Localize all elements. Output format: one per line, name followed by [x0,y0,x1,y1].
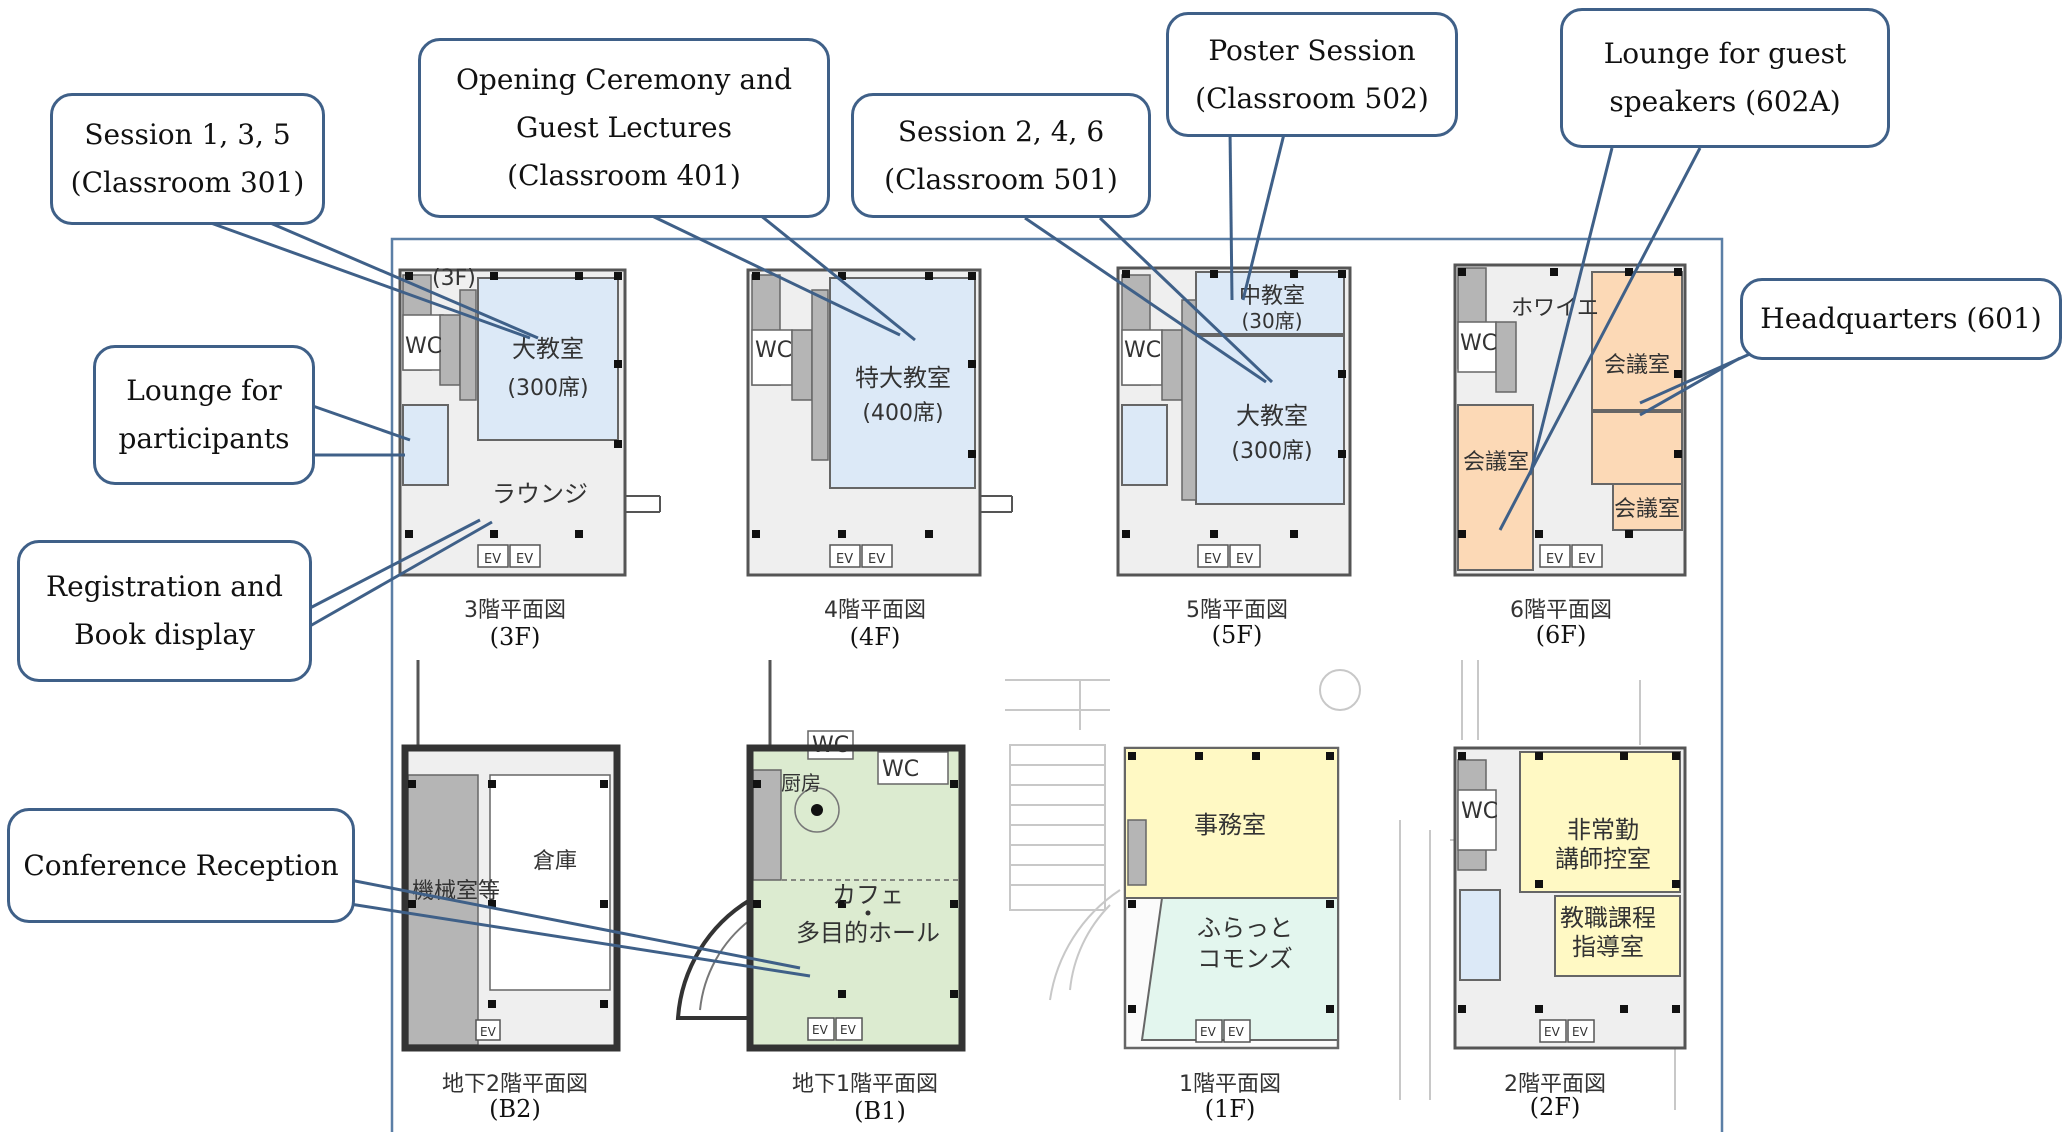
floor-1f-ev2: EV [1228,1025,1245,1039]
floor-6f-plan: WC ホワイエ 会議室 会議室 会議室 EV EV [1453,263,1687,577]
kitchen-label: 厨房 [781,771,821,795]
floor-b1-caption: 地下1階平面図 [792,1072,938,1097]
teaching-room-line1: 教職課程 [1560,904,1656,932]
floor-3f-wc-label: WC [405,334,442,359]
callout-poster-session-line2: (Classroom 502) [1195,81,1429,115]
callout-opening-ceremony-line1: Opening Ceremony and [455,63,793,96]
callout-lounge-guest-line2: speakers (602A) [1609,85,1841,118]
room-301-label: 大教室 [512,335,584,363]
callout-opening-ceremony-line2: Guest Lectures [516,111,732,144]
commons-label-line1: ふらっと [1197,914,1293,942]
room-502-label: 中教室 [1239,284,1305,309]
callout-opening-ceremony-line3: (Classroom 401) [507,159,741,192]
floor-b1-plan: WC WC 厨房 カフェ 多目的ホール EV EV [675,660,966,1052]
floor-4f-ev2: EV [868,552,885,567]
floor-b2-en-label: (B2) [489,1095,541,1123]
callout-lounge-guest-line1: Lounge for guest [1603,37,1847,70]
callout-leader-lines [207,129,1771,978]
floor-5f-ev2: EV [1236,552,1253,567]
callout-registration: Registration and Book display [17,540,312,682]
foyer-6f-label: ホワイエ [1511,296,1599,321]
floor-b1-wc2-label: WC [882,757,919,782]
floor-2f-ev2: EV [1572,1025,1589,1039]
floor-b1-ev2: EV [840,1023,857,1037]
floor-2f-en-label: (2F) [1529,1093,1581,1121]
callout-headquarters: Headquarters (601) [1740,278,2062,360]
commons-label-line2: コモンズ [1197,945,1293,973]
room-602a-label: 会議室 [1463,450,1529,475]
callout-opening-ceremony: Opening Ceremony and Guest Lectures (Cla… [418,38,830,218]
floor-2f-wc-label: WC [1461,799,1498,824]
floor-6f-wc-label: WC [1460,331,1497,356]
multipurpose-hall-label: 多目的ホール [796,919,940,947]
callout-poster-session: Poster Session (Classroom 502) [1166,12,1458,137]
floor-5f-wc-label: WC [1124,338,1161,363]
floor-4f-plan: WC 特大教室 (400席) EV EV [746,268,1013,577]
floor-2f-plan: WC 非常勤 講師控室 教職課程 指導室 EV EV [1453,660,1687,1110]
floor-6f-ev1: EV [1546,552,1563,567]
callout-session-1-3-5: Session 1, 3, 5 (Classroom 301) [50,93,325,225]
floor-b2-caption: 地下2階平面図 [442,1072,588,1097]
floor-1f-caption: 1階平面図 [1179,1072,1281,1097]
storage-label: 倉庫 [533,849,577,874]
floor-b1-en-label: (B1) [854,1097,906,1125]
floor-4f-caption: 4階平面図 [824,598,926,623]
callout-poster-session-line1: Poster Session [1208,33,1416,67]
callout-registration-line2: Book display [74,618,255,651]
room-602b-label: 会議室 [1614,497,1680,522]
floor-3f-ev1: EV [484,552,501,567]
floor-1f-plan: 事務室 ふらっと コモンズ EV EV [1005,669,1585,1100]
floor-3f-en-label: (3F) [489,623,541,651]
room-501-capacity: (300席) [1231,439,1312,464]
callout-session-1-3-5-line1: Session 1, 3, 5 [84,118,291,151]
room-502-capacity: (30席) [1241,309,1302,333]
callout-lounge-participants-line2: participants [118,422,290,455]
floor-1f-ev1: EV [1200,1025,1217,1039]
room-601-label: 会議室 [1604,353,1670,378]
floor-b1-ev1: EV [812,1023,829,1037]
lecturer-room-line1: 非常勤 [1567,816,1639,844]
callout-headquarters-line1: Headquarters (601) [1760,302,2042,335]
floor-b1-wc1-label: WC [812,733,849,758]
floor-4f-wc-label: WC [755,338,792,363]
floor-2f-ev1: EV [1544,1025,1561,1039]
floor-b2-plan: 機械室等 倉庫 EV [401,660,621,1052]
room-401-capacity: (400席) [862,401,943,426]
floor-6f-en-label: (6F) [1535,621,1587,649]
floor-3f-corner-label: (3F) [432,266,476,291]
floor-5f-ev1: EV [1204,552,1221,567]
floor-4f-ev1: EV [836,552,853,567]
floor-b2-ev1: EV [480,1025,497,1039]
callout-session-2-4-6: Session 2, 4, 6 (Classroom 501) [851,93,1151,218]
floor-6f-caption: 6階平面図 [1510,598,1612,623]
teaching-room-line2: 指導室 [1572,933,1644,961]
floor-4f-en-label: (4F) [849,623,901,651]
callout-registration-line1: Registration and [46,570,283,603]
callout-session-2-4-6-line1: Session 2, 4, 6 [897,114,1105,148]
floor-5f-en-label: (5F) [1211,621,1263,649]
floor-5f-caption: 5階平面図 [1186,598,1288,623]
callout-session-1-3-5-line2: (Classroom 301) [70,166,305,199]
callout-lounge-participants: Lounge for participants [93,345,315,485]
floor-1f-en-label: (1F) [1204,1095,1256,1123]
callout-session-2-4-6-line2: (Classroom 501) [884,162,1118,196]
callout-conference-reception-line1: Conference Reception [23,848,339,882]
callout-lounge-guest-speakers: Lounge for guest speakers (602A) [1560,8,1890,148]
lounge-3f-label: ラウンジ [492,480,588,508]
floor-3f-ev2: EV [516,552,533,567]
office-label: 事務室 [1194,811,1266,839]
lecturer-room-line2: 講師控室 [1555,845,1651,873]
floor-3f-caption: 3階平面図 [464,598,566,623]
callout-conference-reception: Conference Reception [7,808,355,923]
floor-3f-plan: WC (3F) 大教室 (300席) ラウンジ EV EV [398,266,661,577]
room-401-label: 特大教室 [855,364,951,392]
floor-2f-caption: 2階平面図 [1504,1072,1606,1097]
floor-6f-ev2: EV [1578,552,1595,567]
floor-5f-plan: WC 中教室 (30席) 大教室 (300席) EV EV [1116,266,1352,577]
room-501-label: 大教室 [1236,402,1308,430]
callout-lounge-participants-line1: Lounge for [126,374,282,407]
room-301-capacity: (300席) [507,376,588,401]
cafe-label: カフェ [832,881,904,909]
